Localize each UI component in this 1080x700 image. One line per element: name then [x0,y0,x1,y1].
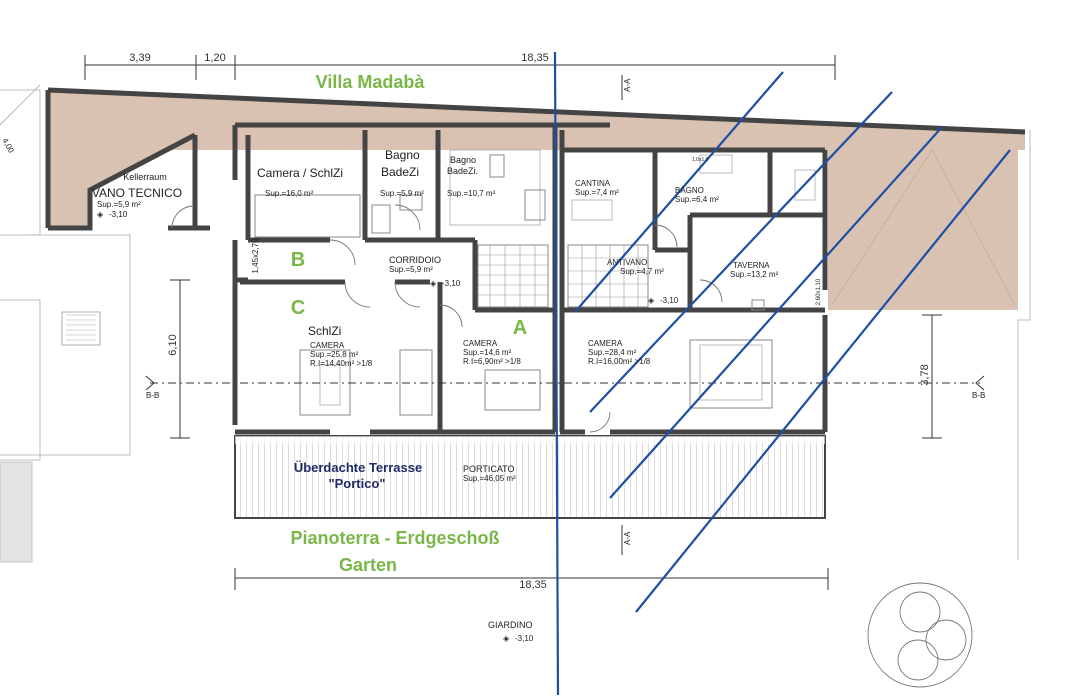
villa-title: Villa Madabà [316,72,426,92]
giardino-level-icon: ◈ [503,634,510,643]
blue-lines [553,51,1011,696]
camera-schlzi-area: Sup.=16,0 m² [265,189,314,198]
corridoio-level: -3,10 [442,279,461,288]
antivano-area: Sup.=4,7 m² [620,267,664,276]
section-aa-bottom: A-A [623,531,632,545]
bagno3-area: Sup.=6,4 m² [675,195,719,204]
section-aa-top: A-A [623,78,632,92]
room-labels: Kellerraum VANO TECNICO Sup.=5,9 m² ◈ -3… [92,148,779,643]
dim-top-a: 3,39 [129,52,150,64]
dim-top-c: 18,35 [521,52,549,64]
terrace [234,435,826,519]
bagno3-label: BAGNO [675,186,704,195]
section-bb-right: B-B [972,391,985,400]
top-dimension: 3,39 1,20 18,35 [84,52,836,80]
cantina-area: Sup.=7,4 m² [575,188,619,197]
vano-level-icon: ◈ [97,210,104,219]
stairs-left [477,244,549,308]
dim-small-right: 2,60x1,10 [816,278,822,305]
schlzi-area: Sup.=25,8 m² [310,350,359,359]
dim-small-vertical: 1,45x2,70 [251,238,260,274]
taverna-area: Sup.=13,2 m² [730,270,779,279]
bagno2-area: Sup.=10,7 m² [447,189,496,198]
dim-corner: 4,00 [0,137,16,155]
section-aa: A-A A-A [621,75,632,555]
camera-r-label: CAMERA [588,339,623,348]
corridoio-label: CORRIDOIO [389,255,441,265]
vertical-dimensions: 6,10 3,78 1,45x2,70 2,60x1,10 [167,238,942,439]
schlzi-label: SchlZi [308,324,341,338]
camera-a-ri: R.I=6,90m² >1/8 [463,357,521,366]
giardino-level: -3,10 [515,634,534,643]
corridoio-level-icon: ◈ [430,279,437,288]
taverna-label: TAVERNA [733,261,770,270]
fixtures [171,149,816,433]
cantina-label: CANTINA [575,179,611,188]
antivano-level: -3,10 [660,296,679,305]
vano-area: Sup.=5,9 m² [97,200,141,209]
terrace-subtitle: "Portico" [328,476,385,491]
giardino-label: GIARDINO [488,620,533,630]
antivano-label: ANTIVANO [607,258,647,267]
section-bb-left: B-B [146,391,159,400]
porticato-area: Sup.=46,05 m² [463,474,516,483]
bagno1-area: Sup.=5,9 m² [380,189,424,198]
schlzi-ri: R.I=14,40m² >1/8 [310,359,373,368]
stairs-right [567,244,649,308]
unit-letter-b: B [291,249,305,271]
schlzi-camera-label: CAMERA [310,341,345,350]
hatched-zones [48,90,1025,310]
dim-top-b: 1,20 [204,52,225,64]
garden-label: Garten [339,555,397,575]
porticato-label: PORTICATO [463,464,515,474]
kellerraum-label: Kellerraum [123,172,167,182]
dim-right-vertical: 3,78 [919,364,931,385]
unit-letter-a: A [513,317,527,339]
bagno3-code: 1,0x1,0 [692,157,709,163]
corridoio-area: Sup.=5,9 m² [389,265,433,274]
antivano-level-icon: ◈ [648,296,655,305]
bagno2-label2: BadeZi. [447,166,478,176]
section-bb: B-B B-B [145,375,985,400]
camera-a-label: CAMERA [463,339,498,348]
bagno1-label2: BadeZi [381,165,419,179]
vano-label: VANO TECNICO [92,186,182,200]
site-context [0,84,1031,563]
terrace-title: Überdachte Terrasse [294,460,422,475]
unit-letter-c: C [291,297,305,319]
bagno2-label: Bagno [450,155,476,165]
bagno1-label: Bagno [385,148,420,162]
camera-schlzi-label: Camera / SchlZi [257,166,343,180]
camera-r-area: Sup.=28,4 m² [588,348,637,357]
vano-level: -3,10 [109,210,128,219]
dim-bottom: 18,35 [519,579,547,591]
dim-left-vertical: 6,10 [167,334,179,355]
camera-a-area: Sup.=14,6 m² [463,348,512,357]
bottom-dimension: 18,35 [234,568,829,591]
camera-r-ri: R.I=16,00m² >1/8 [588,357,651,366]
floor-label: Pianoterra - Erdgeschoß [290,528,499,548]
tree-icon [867,582,973,688]
